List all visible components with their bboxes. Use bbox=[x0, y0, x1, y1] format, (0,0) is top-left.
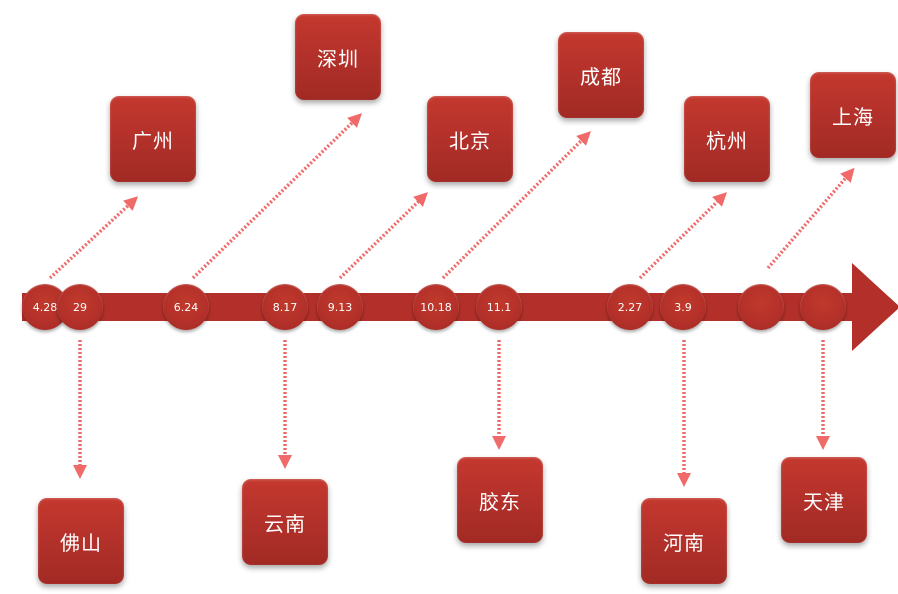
arrow-to-hangzhou bbox=[638, 192, 727, 280]
city-box-beijing: 北京 bbox=[427, 96, 513, 182]
timeline-node: 9.13 bbox=[317, 284, 363, 330]
city-box-shenzhen: 深圳 bbox=[295, 14, 381, 100]
arrow-to-shanghai bbox=[766, 167, 855, 270]
arrow-to-chengdu bbox=[441, 131, 591, 280]
timeline-node bbox=[800, 284, 846, 330]
timeline-node: 2.27 bbox=[607, 284, 653, 330]
city-box-chengdu: 成都 bbox=[558, 32, 644, 118]
city-box-foshan: 佛山 bbox=[38, 498, 124, 584]
arrow-to-shenzhen bbox=[191, 113, 363, 280]
timeline-node: 6.24 bbox=[163, 284, 209, 330]
city-box-hangzhou: 杭州 bbox=[684, 96, 770, 182]
timeline-node: 11.1 bbox=[476, 284, 522, 330]
city-box-jiaodong: 胶东 bbox=[457, 457, 543, 543]
timeline-arrowhead bbox=[852, 263, 898, 351]
timeline-node: 3.9 bbox=[660, 284, 706, 330]
city-box-tianjin: 天津 bbox=[781, 457, 867, 543]
arrow-to-guangzhou bbox=[48, 196, 139, 280]
timeline-node: 29 bbox=[57, 284, 103, 330]
city-box-shanghai: 上海 bbox=[810, 72, 896, 158]
city-box-yunnan: 云南 bbox=[242, 479, 328, 565]
timeline-node bbox=[738, 284, 784, 330]
city-box-henan: 河南 bbox=[641, 498, 727, 584]
timeline-node: 8.17 bbox=[262, 284, 308, 330]
arrow-to-beijing bbox=[338, 192, 429, 280]
timeline-node: 10.18 bbox=[413, 284, 459, 330]
city-box-guangzhou: 广州 bbox=[110, 96, 196, 182]
